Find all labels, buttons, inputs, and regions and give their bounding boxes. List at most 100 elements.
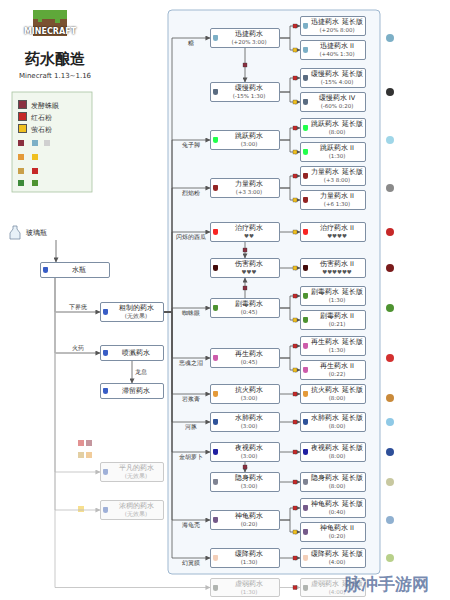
recipe-icons (18, 140, 50, 186)
potion-dot (303, 367, 308, 373)
ingredient-mark (293, 586, 297, 590)
potion-dot (213, 419, 218, 425)
logo-text: MINECRAFT (20, 27, 80, 36)
connector (56, 240, 57, 262)
legend-box (12, 92, 92, 192)
node-name: 水肺药水 (220, 414, 278, 422)
legend-text: 红石粉 (31, 114, 52, 122)
potion-box: 迅捷药水(+20% 3:00) (210, 28, 280, 48)
potion-box: 水肺药水(3:00) (210, 412, 280, 432)
potion-box: 力量药水(+3 3:00) (210, 178, 280, 198)
title-text: 药水酿造 (5, 50, 105, 69)
ingredient-mark (293, 126, 297, 130)
legend-row: 发酵蛛眼 (18, 100, 59, 111)
effect-icon (386, 554, 394, 562)
watermark: 脉冲手游网 (326, 573, 446, 596)
potion-dot (303, 343, 308, 349)
node-name: 神龟药水 延长版 (310, 500, 364, 508)
ingredient-mark (293, 530, 297, 534)
edge-label: 糖 (172, 40, 210, 46)
node-detail: (0:21) (310, 320, 364, 328)
ingredient-icon (18, 180, 24, 186)
node-detail: (8:00) (310, 394, 364, 402)
potion-box: 缓慢药水(-15% 1:30) (210, 82, 280, 102)
potion-dot (213, 185, 218, 191)
edge-label: 火药 (56, 345, 99, 351)
effect-icon (386, 136, 394, 144)
potion-box: 神龟药水 II(0:20) (300, 522, 366, 542)
ingredient-icon (86, 452, 92, 458)
legend-row: 红石粉 (18, 112, 52, 123)
node-detail: (无效果) (110, 510, 162, 518)
ingredient-icon (78, 452, 84, 458)
grey-ingredient-icons (78, 440, 92, 512)
potion-dot (213, 391, 218, 397)
potion-box: 剧毒药水 II(0:21) (300, 310, 366, 330)
potion-dot (303, 391, 308, 397)
ingredient-icon (32, 140, 38, 146)
potion-box: 再生药水(0:45) (210, 348, 280, 368)
node-name: 迅捷药水 II (310, 42, 364, 50)
node-name: 剧毒药水 延长版 (310, 288, 364, 296)
node-detail: (无效果) (110, 472, 162, 480)
ingredient-icon (18, 140, 24, 146)
node-name: 再生药水 (220, 350, 278, 358)
potion-dot (303, 529, 308, 535)
node-name: 伤害药水 (220, 260, 278, 268)
potion-box: 跳跃药水 延长版(8:00) (300, 118, 366, 138)
potion-dot (303, 149, 308, 155)
ingredient-mark (243, 465, 247, 469)
ingredient-mark (293, 230, 297, 234)
potion-dot (213, 89, 218, 95)
potion-dot (213, 517, 218, 523)
node-detail: (+3 3:00) (220, 188, 278, 196)
connector (164, 188, 210, 312)
connector (164, 38, 210, 312)
edge-label: 龙息 (135, 369, 147, 375)
potion-dot (303, 47, 308, 53)
potion-dot (303, 317, 308, 323)
node-detail: (0:45) (220, 308, 278, 316)
node-detail: (无效果) (110, 312, 162, 320)
legend-text: 发酵蛛眼 (31, 102, 59, 110)
potion-dot (43, 267, 48, 273)
node-detail: (-15% 1:30) (220, 92, 278, 100)
node-name: 隐身药水 (220, 474, 278, 482)
effect-icon (386, 88, 394, 96)
potion-dot (103, 350, 108, 356)
node-name: 迅捷药水 (220, 30, 278, 38)
potion-box: 水肺药水 延长版(8:00) (300, 412, 366, 432)
legend-swatch (18, 100, 27, 109)
node-detail: (1:30) (220, 588, 278, 596)
ingredient-icon (32, 180, 38, 186)
legend-text: 萤石粉 (31, 126, 52, 134)
ingredient-mark (293, 420, 297, 424)
node-name: 夜视药水 (220, 444, 278, 452)
potion-box: 抗火药水 延长版(8:00) (300, 384, 366, 404)
logo-grass (55, 19, 60, 23)
node-name: 浓稠的药水 (110, 502, 162, 510)
potion-dot (303, 229, 308, 235)
potion-dot (103, 469, 108, 475)
logo-grass (33, 10, 67, 19)
potion-dot (103, 507, 108, 513)
node-name: 迅捷药水 延长版 (310, 18, 364, 26)
node-name: 跳跃药水 延长版 (310, 120, 364, 128)
node-detail: (+20% 8:00) (310, 26, 364, 34)
node-detail: (8:00) (310, 452, 364, 460)
ingredient-icon (32, 168, 38, 174)
potion-dot (213, 137, 218, 143)
potion-box: 缓慢药水 延长版(-15% 4:00) (300, 68, 366, 88)
potion-dot (303, 419, 308, 425)
potion-dot (303, 125, 308, 131)
node-detail: (3:00) (220, 452, 278, 460)
ingredient-mark (293, 76, 297, 80)
effect-icon (386, 418, 394, 426)
ingredient-icon (18, 154, 24, 160)
potion-dot (303, 449, 308, 455)
connector (132, 361, 133, 383)
ingredient-mark (293, 392, 297, 396)
potion-dot (213, 305, 218, 311)
potion-box: 剧毒药水 延长版(1:30) (300, 286, 366, 306)
potion-dot (213, 35, 218, 41)
